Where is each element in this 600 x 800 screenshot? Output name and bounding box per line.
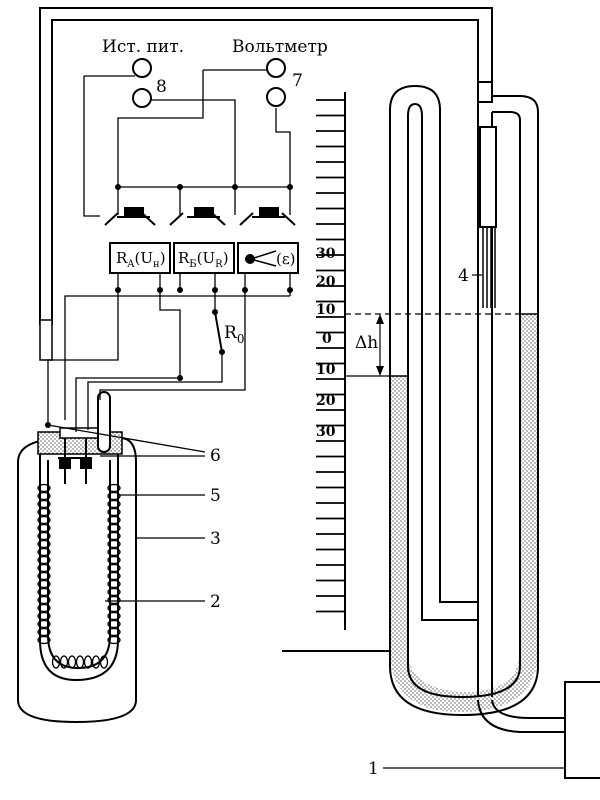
coil-loop — [67, 655, 77, 669]
label-4: 4 — [458, 266, 469, 286]
coil-loop — [107, 531, 121, 541]
coil-loop — [37, 483, 51, 493]
coil-loop — [107, 507, 121, 517]
probe-tube — [97, 391, 111, 453]
voltmeter-terminals[interactable] — [266, 58, 286, 107]
coil-loop — [107, 611, 121, 621]
measurement-scale: 30 20 10 0 10 20 30 — [316, 92, 346, 630]
power-source-label: Ист. пит. — [102, 37, 184, 57]
terminal-8-label: 8 — [156, 77, 167, 97]
coil-loop — [37, 563, 51, 573]
coil-loop — [37, 603, 51, 613]
coil-loop — [99, 655, 109, 669]
r0-label: R0 — [224, 323, 244, 346]
connecting-tube — [39, 7, 493, 361]
coil-loop — [37, 547, 51, 557]
coil-loop — [107, 515, 121, 525]
coil-loop — [107, 595, 121, 605]
inner-leads — [58, 438, 92, 484]
coil-loop — [107, 547, 121, 557]
coil-loop — [37, 611, 51, 621]
coil-loop — [37, 555, 51, 565]
coil-loop — [107, 555, 121, 565]
dewar-vessel — [17, 437, 137, 724]
label-5: 5 — [210, 486, 221, 506]
coil-loop — [107, 539, 121, 549]
switch-a[interactable] — [104, 207, 156, 226]
scale-label-20-top: 20 — [316, 274, 336, 290]
coil-loop — [37, 507, 51, 517]
label-1: 1 — [368, 759, 379, 779]
coil-loop — [75, 655, 85, 669]
coil-loop — [37, 627, 51, 637]
switch-e[interactable] — [239, 207, 296, 226]
coil-loop — [37, 635, 51, 645]
heater-coil — [37, 483, 121, 669]
emf-label: (ε) — [276, 250, 295, 268]
coil-loop — [107, 587, 121, 597]
coil-loop — [107, 491, 121, 501]
coil-loop — [107, 579, 121, 589]
coil-loop — [37, 619, 51, 629]
label-6: 6 — [210, 446, 221, 466]
scale-label-10-bottom: 10 — [316, 362, 336, 378]
coil-loop — [107, 627, 121, 637]
box-rb: RБ(UR) — [173, 242, 235, 274]
box-ra: RA(Uн) — [109, 242, 171, 274]
coil-loop — [83, 655, 93, 669]
label-2: 2 — [210, 592, 221, 612]
voltmeter-label: Вольтметр — [232, 37, 328, 57]
coil-loop — [37, 539, 51, 549]
coil-loop — [107, 571, 121, 581]
coil-loop — [107, 483, 121, 493]
switch-b[interactable] — [169, 207, 226, 226]
svg-text:RA(Uн): RA(Uн) — [116, 249, 166, 270]
coil-loop — [37, 499, 51, 509]
power-terminals[interactable] — [132, 58, 152, 108]
delta-h-label: Δh — [355, 333, 378, 353]
coil-loop — [37, 571, 51, 581]
label-3: 3 — [210, 529, 221, 549]
coil-loop — [37, 515, 51, 525]
coil-loop — [37, 579, 51, 589]
scale-label-30-top: 30 — [316, 246, 336, 262]
coil-loop — [37, 595, 51, 605]
level-difference: Δh — [345, 313, 520, 377]
callout-lines — [105, 274, 565, 769]
coil-loop — [107, 563, 121, 573]
scale-label-10-top: 10 — [316, 302, 336, 318]
coil-loop — [91, 655, 101, 669]
coil-loop — [51, 655, 61, 669]
coil-loop — [37, 531, 51, 541]
manometer — [282, 84, 600, 779]
box-emf: (ε) — [237, 242, 299, 274]
terminal-7-label: 7 — [292, 71, 303, 91]
circuit-wiring — [47, 69, 291, 457]
coil-loop — [107, 603, 121, 613]
junction-dots — [45, 184, 293, 428]
scale-label-20-bottom: 20 — [316, 393, 336, 409]
svg-text:RБ(UR): RБ(UR) — [178, 249, 229, 270]
scale-label-30-bottom: 30 — [316, 424, 336, 440]
coil-loop — [107, 619, 121, 629]
scale-label-zero: 0 — [322, 331, 332, 347]
coil-loop — [37, 587, 51, 597]
coil-loop — [107, 635, 121, 645]
coil-loop — [59, 655, 69, 669]
coil-loop — [107, 499, 121, 509]
coil-loop — [37, 491, 51, 501]
coil-loop — [37, 523, 51, 533]
coil-loop — [107, 523, 121, 533]
